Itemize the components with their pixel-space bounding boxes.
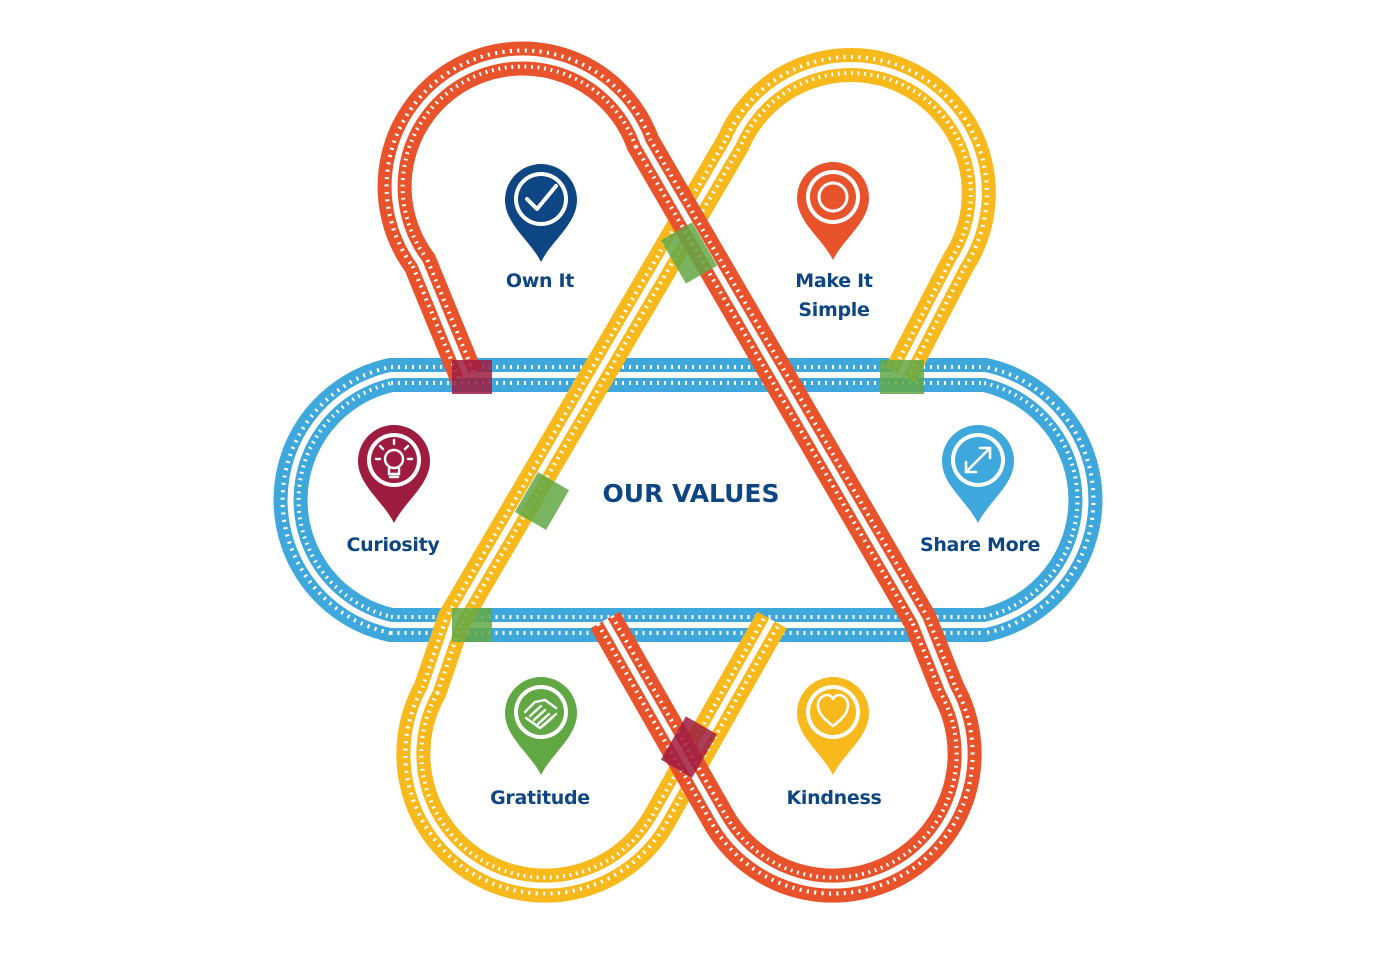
blue-track: [273, 358, 1103, 642]
red-track: [377, 41, 982, 903]
value-label-curiosity: Curiosity: [318, 531, 468, 560]
handshake-icon: [523, 698, 558, 730]
value-label-own-it: Own It: [470, 267, 610, 296]
crossing-top-green: [660, 222, 718, 284]
kindness-line1: Kindness: [786, 787, 882, 809]
pins: [358, 162, 1014, 775]
yellow-track: [396, 48, 996, 903]
share-more-pin: [942, 425, 1014, 523]
value-label-share-more: Share More: [895, 531, 1065, 560]
curiosity-pin: [358, 425, 430, 523]
crossing-mid-left-green: [514, 472, 570, 530]
curiosity-line1: Curiosity: [346, 534, 440, 556]
make-it-simple-line2: Simple: [798, 299, 870, 321]
circle-icon: [817, 181, 849, 213]
value-label-make-it-simple: Make It Simple: [764, 267, 904, 325]
crossings: [452, 222, 924, 778]
expand-arrows-icon: [964, 446, 992, 474]
own-it-pin: [505, 164, 577, 262]
diagram-title: OUR VALUES: [602, 479, 780, 508]
gratitude-pin: [505, 677, 577, 775]
crossing-bottom-left-green: [452, 608, 492, 642]
yellow-track-groove: [410, 62, 982, 889]
share-more-line1: Share More: [919, 534, 1041, 556]
crossing-right-green: [880, 360, 924, 394]
make-it-simple-pin: [797, 162, 869, 260]
own-it-line1: Own It: [505, 270, 575, 292]
checkmark-icon: [525, 184, 558, 211]
make-it-simple-line1: Make It: [795, 270, 873, 292]
blue-track-groove: [287, 372, 1089, 628]
heart-icon: [816, 693, 850, 728]
kindness-pin: [797, 677, 869, 775]
crossing-left-maroon: [452, 360, 492, 394]
value-label-gratitude: Gratitude: [465, 784, 615, 813]
gratitude-line1: Gratitude: [490, 787, 590, 809]
crossing-bottom-maroon: [660, 716, 718, 778]
value-label-kindness: Kindness: [759, 784, 909, 813]
red-track-groove: [391, 55, 968, 889]
lightbulb-icon: [374, 438, 414, 479]
